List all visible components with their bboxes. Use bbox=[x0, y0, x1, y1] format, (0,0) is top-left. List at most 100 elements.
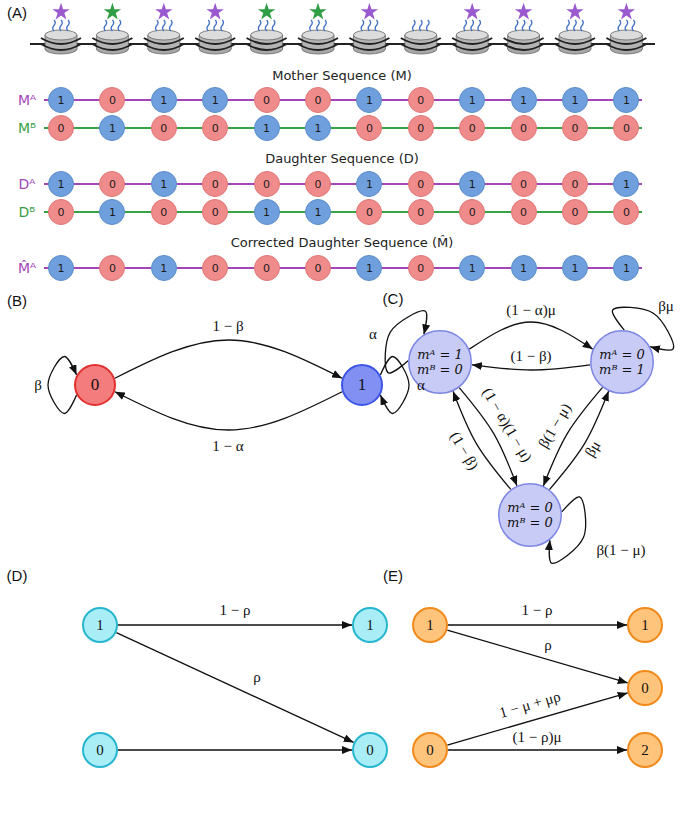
histone-mark-star bbox=[206, 3, 223, 20]
node-circle bbox=[413, 608, 447, 642]
transition-probability: β(1 − μ) bbox=[596, 542, 645, 559]
bit-circle: 1 bbox=[356, 255, 382, 281]
transition-probability: 1 − ρ bbox=[220, 602, 251, 619]
bit-circle: 1 bbox=[562, 255, 588, 281]
node-text: 0 bbox=[417, 178, 424, 191]
histone-side bbox=[199, 35, 200, 49]
histone-mark-star bbox=[104, 3, 121, 20]
node-circle bbox=[563, 200, 588, 225]
node-circle bbox=[460, 88, 485, 113]
histone-body bbox=[508, 35, 540, 49]
node-circle bbox=[357, 200, 382, 225]
transition-probability: 1 − ρ bbox=[522, 602, 553, 619]
node-text: 1 bbox=[109, 122, 116, 135]
dna-wrap bbox=[41, 38, 81, 44]
node-text: 1 bbox=[366, 94, 373, 107]
nucleosome bbox=[555, 3, 595, 54]
node-text: mᴬ = 0 mᴮ = 0 bbox=[502, 500, 558, 530]
node-text: 0 bbox=[315, 178, 322, 191]
node-circle bbox=[511, 256, 536, 281]
dna-wrap bbox=[247, 44, 287, 50]
transition-probability: 1 − β bbox=[212, 318, 243, 335]
bit-circle: 0 bbox=[99, 171, 125, 197]
histone-tail bbox=[310, 20, 313, 31]
transition-probability: β bbox=[34, 377, 42, 394]
node-text: 1 bbox=[160, 262, 167, 275]
bit-circle: 0 bbox=[511, 115, 537, 141]
dna-wrap bbox=[349, 38, 389, 44]
node-circle bbox=[408, 88, 433, 113]
sequence-strand bbox=[44, 127, 642, 129]
node-circle bbox=[100, 116, 125, 141]
node-text: 1 bbox=[520, 262, 527, 275]
node-text: 0 bbox=[469, 206, 476, 219]
node-text: 1 bbox=[469, 94, 476, 107]
node-circle bbox=[511, 88, 536, 113]
histone-side bbox=[334, 35, 335, 49]
node-text: 0 bbox=[263, 94, 270, 107]
sequence-title: Mother Sequence (M) bbox=[272, 68, 412, 83]
histone-tail bbox=[413, 20, 416, 31]
node-text: 1 bbox=[315, 206, 322, 219]
node-text: 1 bbox=[58, 262, 65, 275]
bit-circle: 1 bbox=[562, 87, 588, 113]
dna-wrap bbox=[606, 44, 646, 50]
bit-circle: 0 bbox=[613, 115, 639, 141]
histone-tail bbox=[567, 20, 570, 31]
nucleosome bbox=[606, 3, 646, 54]
node-circle bbox=[100, 256, 125, 281]
histone-side bbox=[591, 35, 592, 49]
node-circle bbox=[353, 608, 387, 642]
node-circle bbox=[408, 256, 433, 281]
bit-circle: 1 bbox=[305, 199, 331, 225]
nucleosome bbox=[41, 3, 81, 54]
nucleosome bbox=[144, 3, 184, 54]
nucleosome bbox=[195, 3, 235, 54]
node-text: 0 bbox=[160, 206, 167, 219]
sequence-strand bbox=[44, 267, 642, 269]
histone-bottom bbox=[199, 44, 231, 54]
node-text: 0 bbox=[315, 94, 322, 107]
node-circle bbox=[614, 172, 639, 197]
histone-tail bbox=[581, 20, 584, 31]
node-text: 1 bbox=[366, 617, 374, 634]
node-circle bbox=[511, 116, 536, 141]
dna-wrap bbox=[298, 44, 338, 50]
node-circle bbox=[408, 116, 433, 141]
histone-tail bbox=[67, 20, 70, 31]
transition-arrow bbox=[448, 624, 627, 625]
node-circle bbox=[83, 608, 117, 642]
bit-circle: 0 bbox=[408, 199, 434, 225]
node-text: 1 bbox=[623, 94, 630, 107]
node-circle bbox=[203, 172, 228, 197]
state-node: mᴬ = 0 mᴮ = 1 bbox=[590, 330, 654, 394]
node-text: 0 bbox=[212, 206, 219, 219]
node-text: 1 bbox=[96, 617, 104, 634]
node-text: 1 bbox=[572, 262, 579, 275]
state-node: 2 bbox=[627, 732, 663, 768]
node-text: 0 bbox=[520, 122, 527, 135]
histone-body bbox=[559, 35, 591, 49]
node-circle bbox=[614, 88, 639, 113]
histone-side bbox=[559, 35, 560, 49]
node-text: 0 bbox=[572, 122, 579, 135]
dna-wrap bbox=[606, 38, 646, 44]
histone-side bbox=[179, 35, 180, 49]
histone-top bbox=[45, 30, 77, 40]
node-circle bbox=[254, 116, 279, 141]
bit-circle: 1 bbox=[356, 171, 382, 197]
transition-probability: 1 − μ + μρ bbox=[497, 688, 562, 722]
node-circle bbox=[49, 172, 74, 197]
dna-wrap bbox=[555, 38, 595, 44]
histone-tail bbox=[272, 20, 275, 31]
node-text: 0 bbox=[366, 122, 373, 135]
bit-circle: 1 bbox=[613, 255, 639, 281]
histone-tail bbox=[529, 20, 532, 31]
histone-tail bbox=[515, 20, 518, 31]
histone-side bbox=[96, 35, 97, 49]
node-circle bbox=[511, 172, 536, 197]
histone-body bbox=[610, 35, 642, 49]
node-circle bbox=[306, 256, 331, 281]
bit-circle: 0 bbox=[511, 171, 537, 197]
node-text: 0 bbox=[366, 206, 373, 219]
